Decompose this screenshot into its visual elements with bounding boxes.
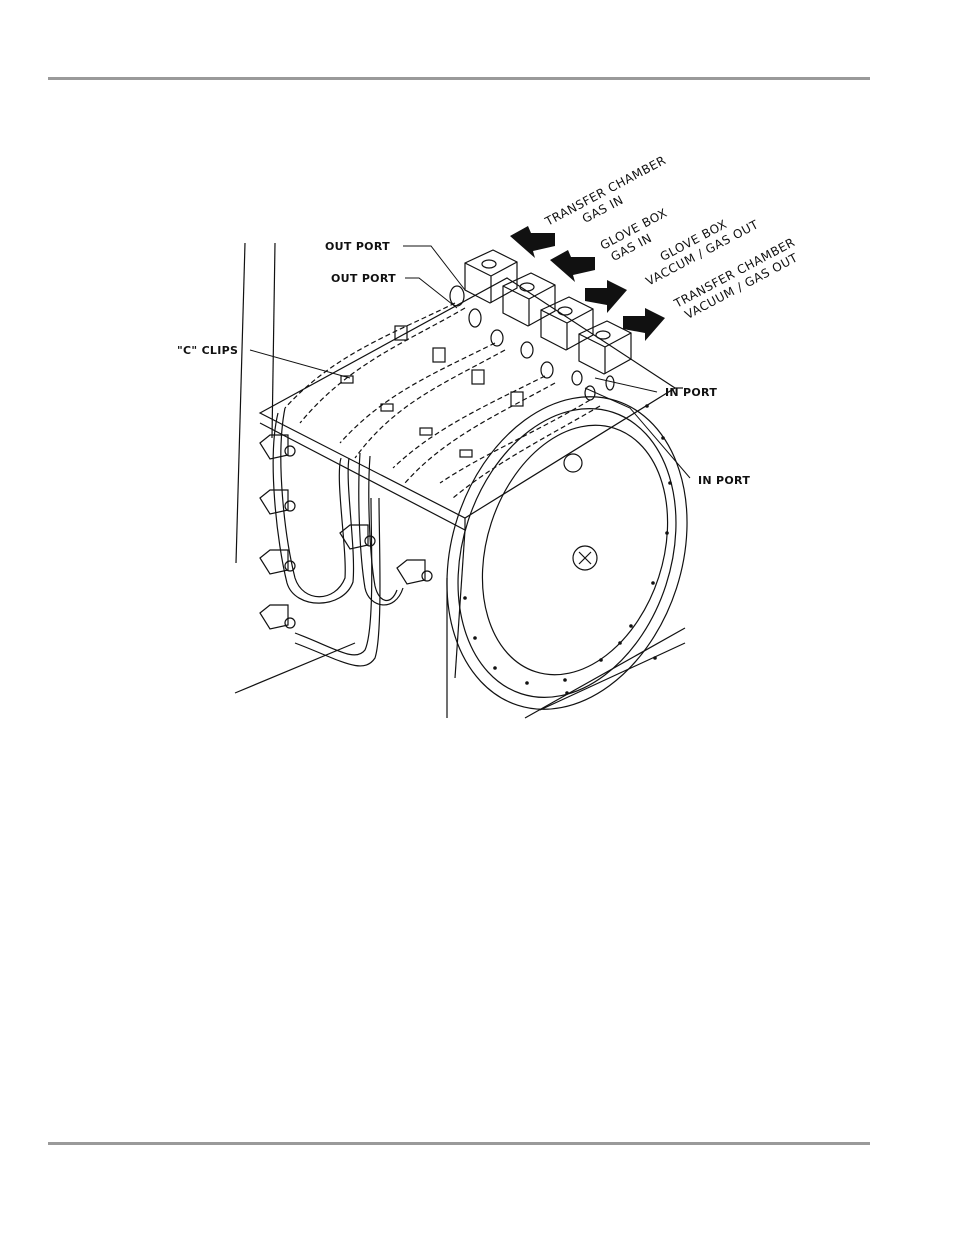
arrow-icon bbox=[510, 226, 555, 258]
mounting-plate bbox=[260, 278, 675, 518]
valve-assembly-diagram: OUT PORT OUT PORT "C" CLIPS IN PORT IN P… bbox=[135, 138, 830, 720]
label-c-clips: "C" CLIPS bbox=[177, 344, 238, 357]
base-line bbox=[540, 643, 685, 710]
label-out-port: OUT PORT bbox=[325, 240, 390, 253]
door-latch bbox=[564, 454, 582, 472]
base-line bbox=[525, 628, 685, 718]
arrow-icon bbox=[550, 250, 595, 282]
door-bolt-holes bbox=[463, 404, 672, 695]
solenoid-valve-1 bbox=[465, 250, 517, 303]
header-rule bbox=[48, 77, 870, 80]
leader-lines bbox=[250, 246, 690, 478]
arrow-icon bbox=[623, 308, 665, 341]
cabinet-edge bbox=[272, 243, 275, 438]
mounting-plate-edge bbox=[260, 423, 465, 530]
label-in-port: IN PORT bbox=[665, 386, 717, 399]
valve-fittings bbox=[450, 286, 614, 400]
label-out-port: OUT PORT bbox=[331, 272, 396, 285]
cabinet-edge bbox=[236, 243, 245, 563]
label-in-port: IN PORT bbox=[698, 474, 750, 487]
footer-rule bbox=[48, 1142, 870, 1145]
hidden-tubing bbox=[285, 303, 600, 498]
